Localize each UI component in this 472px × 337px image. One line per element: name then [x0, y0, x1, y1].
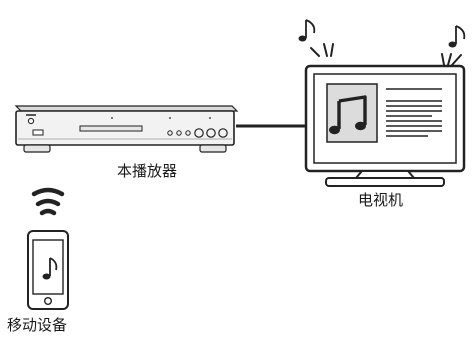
- tv-label: 电视机: [358, 191, 404, 209]
- music-notes-icon: [329, 95, 367, 135]
- small-button-icon: [167, 130, 173, 136]
- player-label: 本播放器: [117, 162, 178, 180]
- text-lines-icon: [386, 88, 442, 137]
- stop-button-icon: [206, 128, 216, 138]
- music-note-icon: [42, 257, 58, 280]
- player-foot-right: [199, 144, 227, 153]
- home-button-icon: [44, 297, 53, 306]
- usb-port-icon: [32, 129, 44, 136]
- disc-tray: [79, 125, 143, 132]
- play-button-icon: [194, 128, 204, 138]
- sound-lines-icon: [441, 53, 462, 66]
- small-button-icon: [185, 130, 191, 136]
- music-note-icon: [298, 19, 316, 42]
- mobile-device: [27, 230, 69, 310]
- music-note-icon: [448, 25, 466, 48]
- phone-screen: [32, 239, 64, 295]
- player-top: [14, 105, 239, 112]
- sound-lines-icon: [310, 43, 334, 57]
- wifi-icon: [31, 187, 65, 216]
- mobile-device-label: 移动设备: [7, 316, 68, 334]
- eject-button-icon: [218, 128, 228, 138]
- power-button-icon: [27, 117, 35, 125]
- tv-stand-neck: [353, 170, 417, 179]
- tv-stand-base: [325, 177, 445, 187]
- tv-device: [304, 64, 466, 187]
- player-device: [14, 105, 239, 153]
- small-button-icon: [176, 130, 182, 136]
- player-foot-left: [23, 144, 51, 153]
